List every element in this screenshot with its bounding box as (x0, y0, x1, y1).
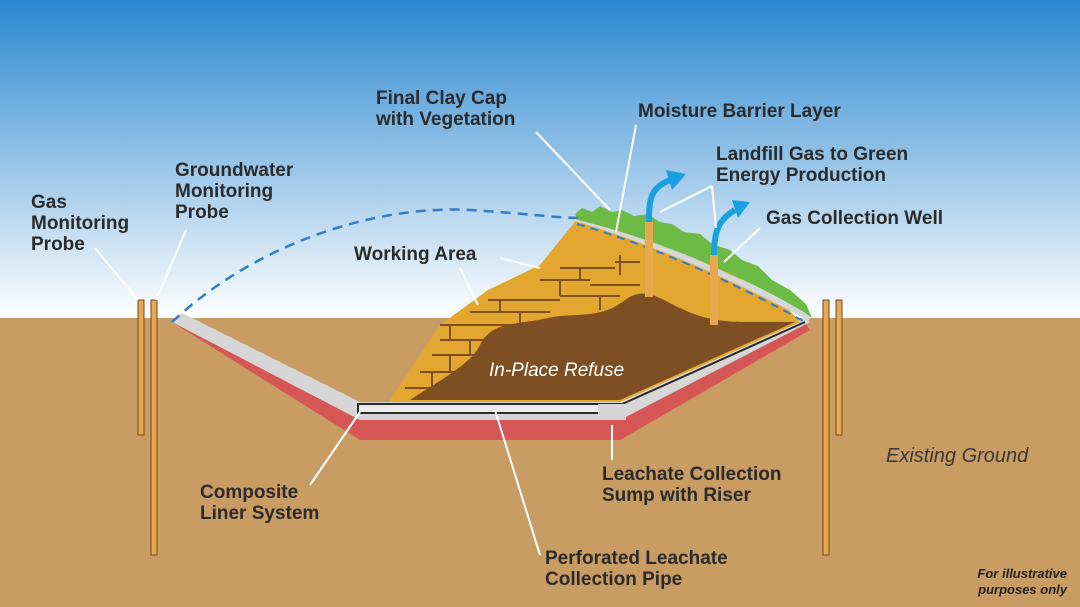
label-line: Energy Production (716, 165, 886, 186)
label-line: Existing Ground (886, 445, 1029, 467)
label-line: with Vegetation (376, 109, 516, 130)
working-area-brick-pattern (405, 255, 640, 389)
label-line: Monitoring (175, 181, 274, 202)
label-in-place-refuse: In-Place Refuse (489, 360, 624, 381)
label-line: Working Area (354, 244, 477, 265)
landfill-gas-arrow-right (711, 200, 750, 256)
gas-monitoring-probe-left (137, 299, 145, 436)
label-working-area: Working Area (354, 244, 476, 265)
groundwater-monitoring-probe-right (822, 299, 830, 556)
label-line: Probe (175, 202, 229, 223)
label-line: Composite (200, 482, 299, 503)
label-line: Liner System (200, 503, 320, 524)
label-gas-monitoring-probe: Gas Monitoring Probe (31, 192, 129, 255)
gas-collection-well-right (710, 255, 718, 325)
label-existing-ground: Existing Ground (886, 446, 1028, 467)
label-groundwater-monitoring-probe: Groundwater Monitoring Probe (175, 160, 293, 223)
label-line: Monitoring (31, 213, 130, 234)
leachate-sump (598, 404, 626, 420)
label-line: Groundwater (175, 160, 294, 181)
label-leachate-sump: Leachate Collection Sump with Riser (602, 464, 782, 506)
label-line: Leachate Collection (602, 464, 782, 485)
label-line: Collection Pipe (545, 569, 683, 590)
label-final-clay-cap: Final Clay Cap with Vegetation (376, 88, 515, 130)
label-line: Final Clay Cap (376, 88, 507, 109)
gas-monitoring-probe-right (835, 299, 843, 436)
leader-lines (94, 124, 761, 556)
label-moisture-barrier-layer: Moisture Barrier Layer (638, 101, 841, 122)
label-line: In-Place Refuse (489, 360, 625, 381)
label-line: Gas Collection Well (766, 208, 944, 229)
disclaimer: For illustrative purposes only (955, 566, 1067, 598)
label-line: purposes only (978, 582, 1067, 597)
label-gas-collection-well: Gas Collection Well (766, 208, 943, 229)
in-place-refuse (410, 293, 795, 400)
label-line: Landfill Gas to Green (716, 144, 909, 165)
gas-collection-well-left (645, 222, 653, 297)
moisture-barrier-dash (576, 223, 806, 323)
liner-gray-layer (172, 313, 810, 420)
label-line: Moisture Barrier Layer (638, 101, 841, 122)
groundwater-monitoring-probe-left (150, 299, 158, 556)
planned-final-grade-dashed (171, 208, 579, 323)
landfill-gas-arrow-left (646, 170, 686, 223)
label-perforated-pipe: Perforated Leachate Collection Pipe (545, 548, 728, 590)
label-composite-liner: Composite Liner System (200, 482, 319, 524)
liner-red-layer (172, 316, 810, 440)
label-line: Perforated Leachate (545, 548, 728, 569)
label-landfill-gas: Landfill Gas to Green Energy Production (716, 144, 908, 186)
label-line: Probe (31, 234, 85, 255)
label-line: Gas (31, 192, 67, 213)
label-line: For illustrative (977, 566, 1067, 581)
moisture-barrier-layer (574, 215, 812, 321)
vegetation (575, 206, 812, 318)
label-line: Sump with Riser (602, 485, 751, 506)
perforated-collection-pipe (357, 403, 624, 414)
